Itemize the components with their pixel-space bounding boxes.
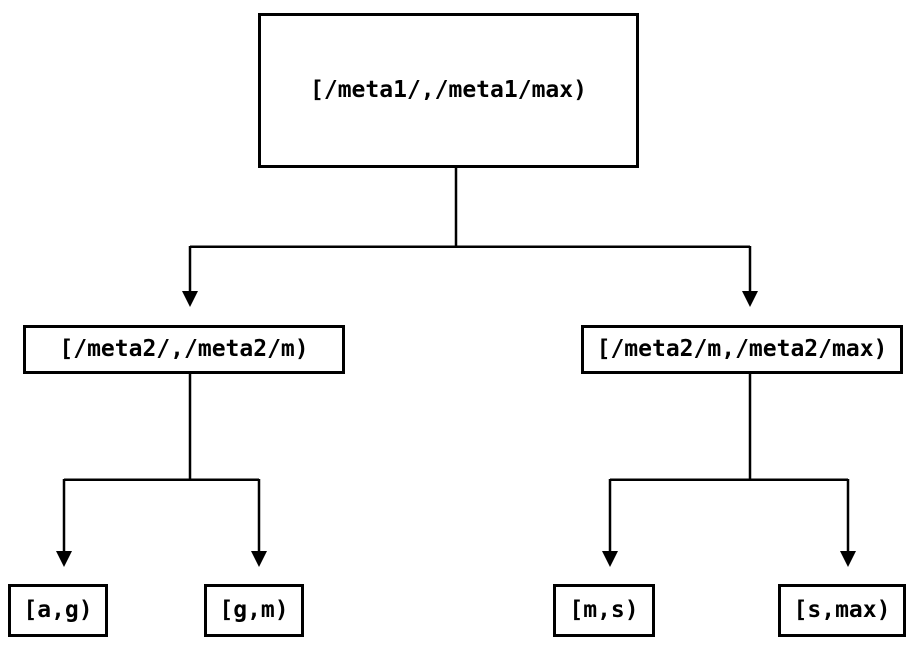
node-leaf-ag: [a,g) — [8, 584, 108, 637]
node-child-left: [/meta2/,/meta2/m) — [23, 325, 345, 374]
arrowhead-leaf3 — [840, 551, 856, 567]
node-child-right-label: [/meta2/m,/meta2/max) — [596, 336, 888, 362]
node-leaf-gm-label: [g,m) — [219, 597, 289, 623]
node-leaf-ms: [m,s) — [553, 584, 655, 637]
arrowhead-leaf2 — [602, 551, 618, 567]
arrowhead-leaf1 — [251, 551, 267, 567]
node-leaf-ms-label: [m,s) — [569, 597, 639, 623]
node-leaf-smax-label: [s,max) — [793, 597, 891, 623]
arrowhead-child-right — [742, 291, 758, 307]
arrowhead-leaf0 — [56, 551, 72, 567]
node-root-label: [/meta1/,/meta1/max) — [310, 77, 587, 103]
node-leaf-ag-label: [a,g) — [23, 597, 93, 623]
node-leaf-smax: [s,max) — [778, 584, 906, 637]
node-child-right: [/meta2/m,/meta2/max) — [581, 325, 903, 374]
node-root: [/meta1/,/meta1/max) — [258, 13, 639, 168]
node-child-left-label: [/meta2/,/meta2/m) — [59, 336, 309, 362]
node-leaf-gm: [g,m) — [204, 584, 304, 637]
arrowhead-child-left — [182, 291, 198, 307]
